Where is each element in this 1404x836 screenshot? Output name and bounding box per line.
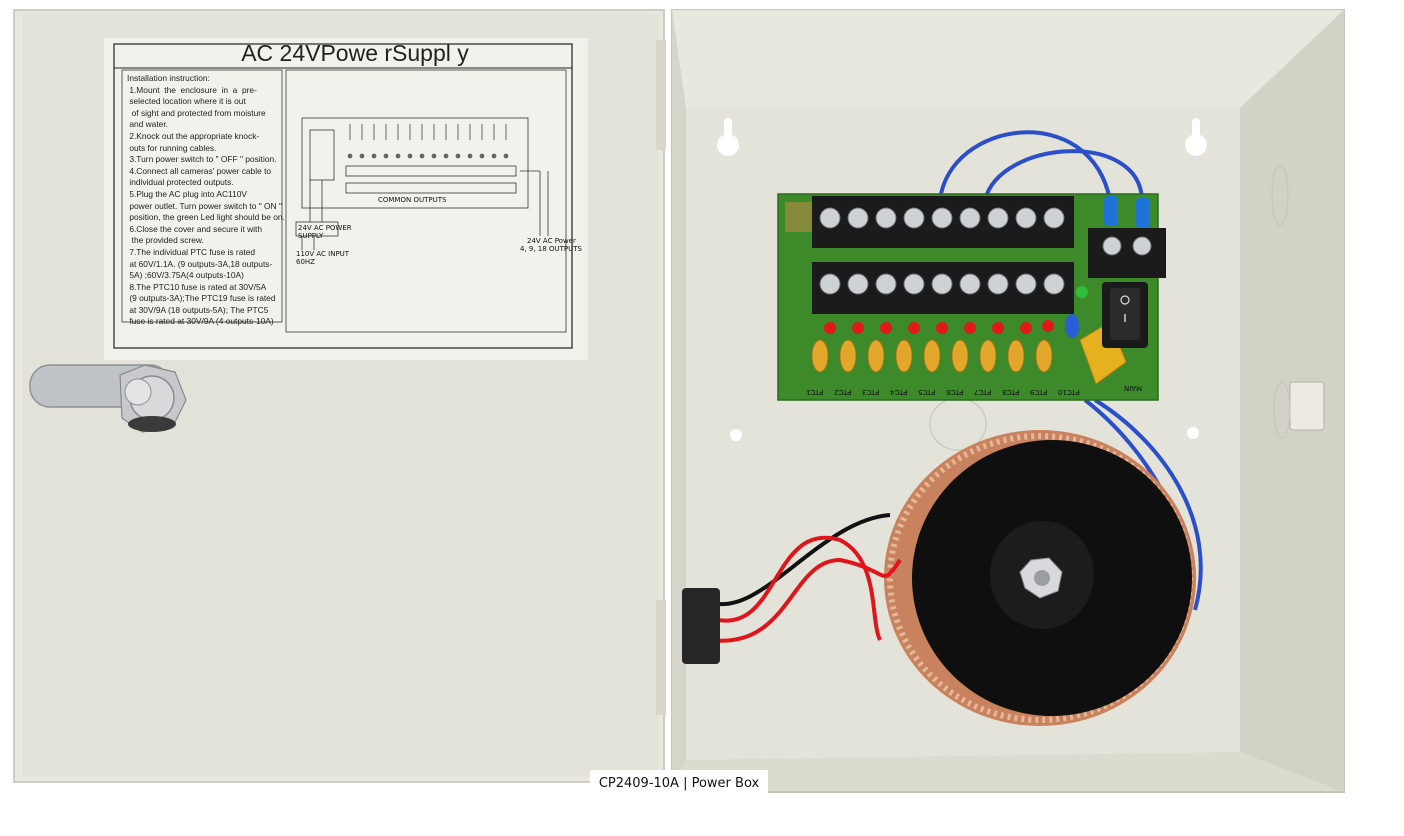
pcb-label: PTC1 xyxy=(806,388,824,396)
terminal-pcb xyxy=(777,193,1166,401)
installation-instructions: Installation instruction: 1.Mount the en… xyxy=(127,73,287,328)
pcb-label: PTC9 xyxy=(1030,388,1048,396)
sticker-title: AC 24VPowe rSuppl y xyxy=(241,40,469,66)
pcb-label: PTC10 xyxy=(1058,388,1080,396)
pcb-label: PTC3 xyxy=(862,388,880,396)
instruction-line: fuse is rated at 30V/9A (4 outputs-10A) xyxy=(127,316,274,327)
diagram-output-line2: 4, 9, 18 OUTPUTS xyxy=(520,245,582,253)
pcb-label: PTC4 xyxy=(890,388,908,396)
instruction-line: 7.The individual PTC fuse is rated xyxy=(127,246,256,257)
instruction-line: 2.Knock out the appropriate knock- xyxy=(127,130,260,141)
instruction-line: the provided screw. xyxy=(127,235,204,246)
instruction-line: Installation instruction: xyxy=(127,73,210,83)
diagram-supply-line1: 24V AC POWER xyxy=(298,224,352,232)
instruction-line: power outlet. Turn power switch to " ON … xyxy=(127,200,282,211)
instruction-line: and water. xyxy=(127,119,168,130)
instruction-line: 5.Plug the AC plug into AC110V xyxy=(127,188,247,199)
primary-wires xyxy=(709,513,902,643)
instruction-line: 3.Turn power switch to " OFF " position. xyxy=(127,154,277,165)
toroidal-transformer xyxy=(884,430,1196,726)
diagram-supply-line2: SUPPLY xyxy=(298,232,324,240)
instruction-sticker xyxy=(104,38,588,360)
cable-gland xyxy=(682,588,720,664)
instruction-line: of sight and protected from moisture xyxy=(127,107,266,118)
instruction-line: position, the green Led light should be … xyxy=(127,212,285,223)
wiring-diagram xyxy=(295,117,549,250)
instruction-line: individual protected outputs. xyxy=(127,177,234,188)
pcb-label: PTC8 xyxy=(1002,388,1020,396)
instruction-line: 6.Close the cover and secure it with xyxy=(127,223,262,234)
instruction-line: (9 outputs-3A);The PTC19 fuse is rated xyxy=(127,293,276,304)
pcb-label: PTC7 xyxy=(974,388,992,396)
instruction-line: outs for running cables. xyxy=(127,142,217,153)
instruction-line: 5A) ;60V/3.75A(4 outputs-10A) xyxy=(127,270,244,281)
pcb-main-label: MAIN xyxy=(1124,384,1143,392)
diagram-common-outputs: COMMON OUTPUTS xyxy=(378,196,447,204)
instruction-line: at 60V/1.1A. (9 outputs-3A,18 outputs- xyxy=(127,258,273,269)
pcb-label: PTC2 xyxy=(834,388,852,396)
instruction-line: 8.The PTC10 fuse is rated at 30V/5A xyxy=(127,281,267,292)
instruction-line: 1.Mount the enclosure in a pre- xyxy=(127,84,257,95)
instruction-line: selected location where it is out xyxy=(127,96,246,107)
cam-lock xyxy=(29,364,187,433)
image-caption: CP2409-10A | Power Box xyxy=(590,770,768,798)
pcb-label: PTC5 xyxy=(918,388,936,396)
instruction-line: 4.Connect all cameras' power cable to xyxy=(127,165,272,176)
diagram-input-line2: 60HZ xyxy=(296,258,315,266)
pcb-label: PTC6 xyxy=(946,388,964,396)
diagram-output-line1: 24V AC Power xyxy=(527,237,576,245)
instruction-line: at 30V/9A (18 outputs-5A); The PTC5 xyxy=(127,304,269,315)
diagram-input-line1: 110V AC INPUT xyxy=(296,250,350,258)
